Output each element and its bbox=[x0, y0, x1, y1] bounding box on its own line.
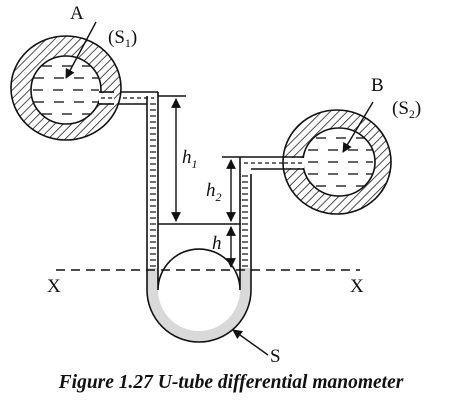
manometric-liquid bbox=[147, 268, 251, 342]
label-s1: (S1) bbox=[108, 27, 137, 50]
diagram-canvas: A (S1) B (S2) h1 h2 h X X S bbox=[10, 3, 421, 367]
label-h: h bbox=[212, 233, 222, 254]
label-h1: h1 bbox=[182, 147, 198, 171]
left-limb-fluid bbox=[150, 103, 156, 267]
label-s: S bbox=[270, 346, 281, 367]
label-b: B bbox=[371, 75, 384, 96]
pointer-s bbox=[232, 329, 269, 356]
label-h2: h2 bbox=[206, 180, 222, 204]
pointer-b bbox=[342, 101, 374, 153]
pointer-a bbox=[65, 21, 97, 79]
vessel-a bbox=[10, 35, 122, 141]
dimension-arrows bbox=[171, 98, 236, 268]
label-s2: (S2) bbox=[392, 98, 421, 121]
right-limb-fluid bbox=[242, 175, 248, 267]
level-lines bbox=[158, 95, 240, 225]
label-x-right: X bbox=[350, 276, 364, 297]
figure-caption: Figure 1.27 U-tube differential manomete… bbox=[58, 372, 404, 393]
vessel-b bbox=[282, 109, 392, 215]
label-a: A bbox=[70, 3, 84, 24]
label-x-left: X bbox=[47, 276, 61, 297]
u-tube bbox=[146, 96, 252, 343]
